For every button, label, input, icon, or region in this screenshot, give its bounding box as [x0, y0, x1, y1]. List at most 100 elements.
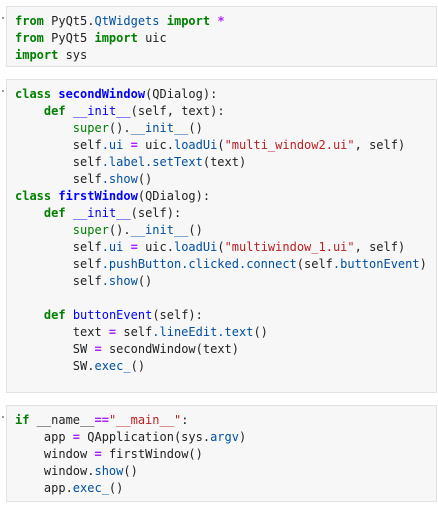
code-token: exec_	[94, 359, 131, 373]
code-token: .show	[101, 172, 138, 186]
code-token: (	[217, 240, 225, 254]
code-token: PyQt5.	[43, 14, 95, 28]
code-token: (self):	[152, 308, 203, 322]
code-token: SW.	[15, 359, 95, 373]
code-token: ==	[94, 413, 109, 427]
code-token	[160, 14, 167, 28]
code-token: if	[15, 413, 30, 427]
code-token: class	[15, 189, 52, 203]
code-line: super().__init__()	[15, 120, 427, 137]
code-token: .pushButton.clicked.connect	[101, 257, 297, 271]
code-token	[123, 240, 130, 254]
code-line: super().__init__()	[15, 222, 427, 239]
code-token: =	[108, 325, 117, 339]
code-token: (QDialog):	[145, 87, 218, 101]
code-token: buttonEvent	[72, 308, 153, 322]
code-token	[66, 308, 73, 322]
code-token: text	[15, 325, 109, 339]
code-line: SW = secondWindow(text)	[15, 341, 427, 358]
code-token	[15, 308, 44, 322]
code-line: def __init__(self):	[15, 205, 427, 222]
code-token: __name__	[29, 413, 95, 427]
code-token: "__main__"	[108, 413, 182, 427]
code-token: , self)	[354, 138, 406, 152]
code-token: "multi_window2.ui"	[224, 138, 355, 152]
code-token: self	[15, 257, 102, 271]
code-token: ()	[188, 121, 203, 135]
code-token	[15, 121, 73, 135]
code-token: uic.	[137, 138, 174, 152]
code-token: import	[15, 48, 59, 62]
code-token: uic.	[137, 240, 174, 254]
code-token: loadUi	[173, 138, 218, 152]
code-line: app.exec_()	[15, 480, 246, 497]
code-token: super	[72, 223, 109, 237]
code-token	[15, 104, 44, 118]
code-line: self.label.setText(text)	[15, 154, 427, 171]
code-token: self	[15, 240, 102, 254]
code-line: self.show()	[15, 273, 427, 290]
code-token: .label.setText	[101, 155, 203, 169]
code-token: app	[15, 430, 73, 444]
code-token: .lineEdit.text	[152, 325, 254, 339]
code-token: self	[15, 172, 102, 186]
code-token: =	[130, 240, 138, 254]
code-token: firstWindow	[58, 189, 138, 203]
cell-gutter-marker	[2, 17, 4, 19]
code-cell-imports[interactable]: from PyQt5.QtWidgets import *from PyQt5 …	[2, 6, 437, 67]
code-line: SW.exec_()	[15, 358, 427, 375]
code-token: self	[15, 155, 102, 169]
code-line: def buttonEvent(self):	[15, 307, 427, 324]
cell-gutter-marker	[2, 416, 4, 418]
code-token: ()	[137, 172, 153, 186]
code-token: PyQt5	[43, 31, 95, 45]
code-token: ()	[130, 359, 146, 373]
code-line: window.show()	[15, 463, 246, 480]
code-token: window	[15, 447, 95, 461]
code-token: =	[94, 447, 102, 461]
code-token: from	[15, 14, 44, 28]
code-token: =	[72, 430, 81, 444]
code-token: __init__	[130, 223, 189, 237]
code-token: .ui	[101, 138, 124, 152]
code-token: ().	[108, 223, 131, 237]
code-line: window = firstWindow()	[15, 446, 246, 463]
code-cell-classes[interactable]: class secondWindow(QDialog): def __init_…	[2, 79, 437, 393]
cell-gutter-marker	[2, 90, 4, 92]
code-token: uic	[137, 31, 167, 45]
code-line: from PyQt5 import uic	[15, 30, 225, 47]
code-token: , self)	[354, 240, 406, 254]
code-line: import sys	[15, 47, 225, 64]
code-token: (self	[296, 257, 333, 271]
code-token	[15, 223, 73, 237]
code-token: *	[217, 14, 225, 28]
code-cell-main[interactable]: if __name__=="__main__": app = QApplicat…	[2, 405, 437, 502]
code-block: from PyQt5.QtWidgets import *from PyQt5 …	[15, 13, 225, 64]
code-token: super	[72, 121, 109, 135]
code-token: self	[116, 325, 153, 339]
code-token: __init__	[72, 104, 131, 118]
code-token	[66, 104, 73, 118]
code-line: text = self.lineEdit.text()	[15, 324, 427, 341]
code-line: self.ui = uic.loadUi("multiwindow_1.ui",…	[15, 239, 427, 256]
code-token: firstWindow()	[101, 447, 203, 461]
code-line	[15, 290, 427, 307]
code-token	[66, 206, 73, 220]
code-line: class firstWindow(QDialog):	[15, 188, 427, 205]
code-token: __init__	[130, 121, 189, 135]
code-line: self.show()	[15, 171, 427, 188]
code-token: show	[94, 464, 124, 478]
code-token: import	[166, 14, 211, 28]
code-line: app = QApplication(sys.argv)	[15, 429, 246, 446]
code-token: secondWindow	[58, 87, 146, 101]
code-token	[15, 206, 44, 220]
code-token: self	[15, 138, 102, 152]
code-line: from PyQt5.QtWidgets import *	[15, 13, 225, 30]
code-token: ()	[137, 274, 153, 288]
code-token: ()	[123, 464, 138, 478]
code-token: def	[43, 308, 66, 322]
code-token: def	[43, 206, 66, 220]
code-line: self.pushButton.clicked.connect(self.but…	[15, 256, 427, 273]
code-token: "multiwindow_1.ui"	[224, 240, 355, 254]
code-token: loadUi	[173, 240, 218, 254]
